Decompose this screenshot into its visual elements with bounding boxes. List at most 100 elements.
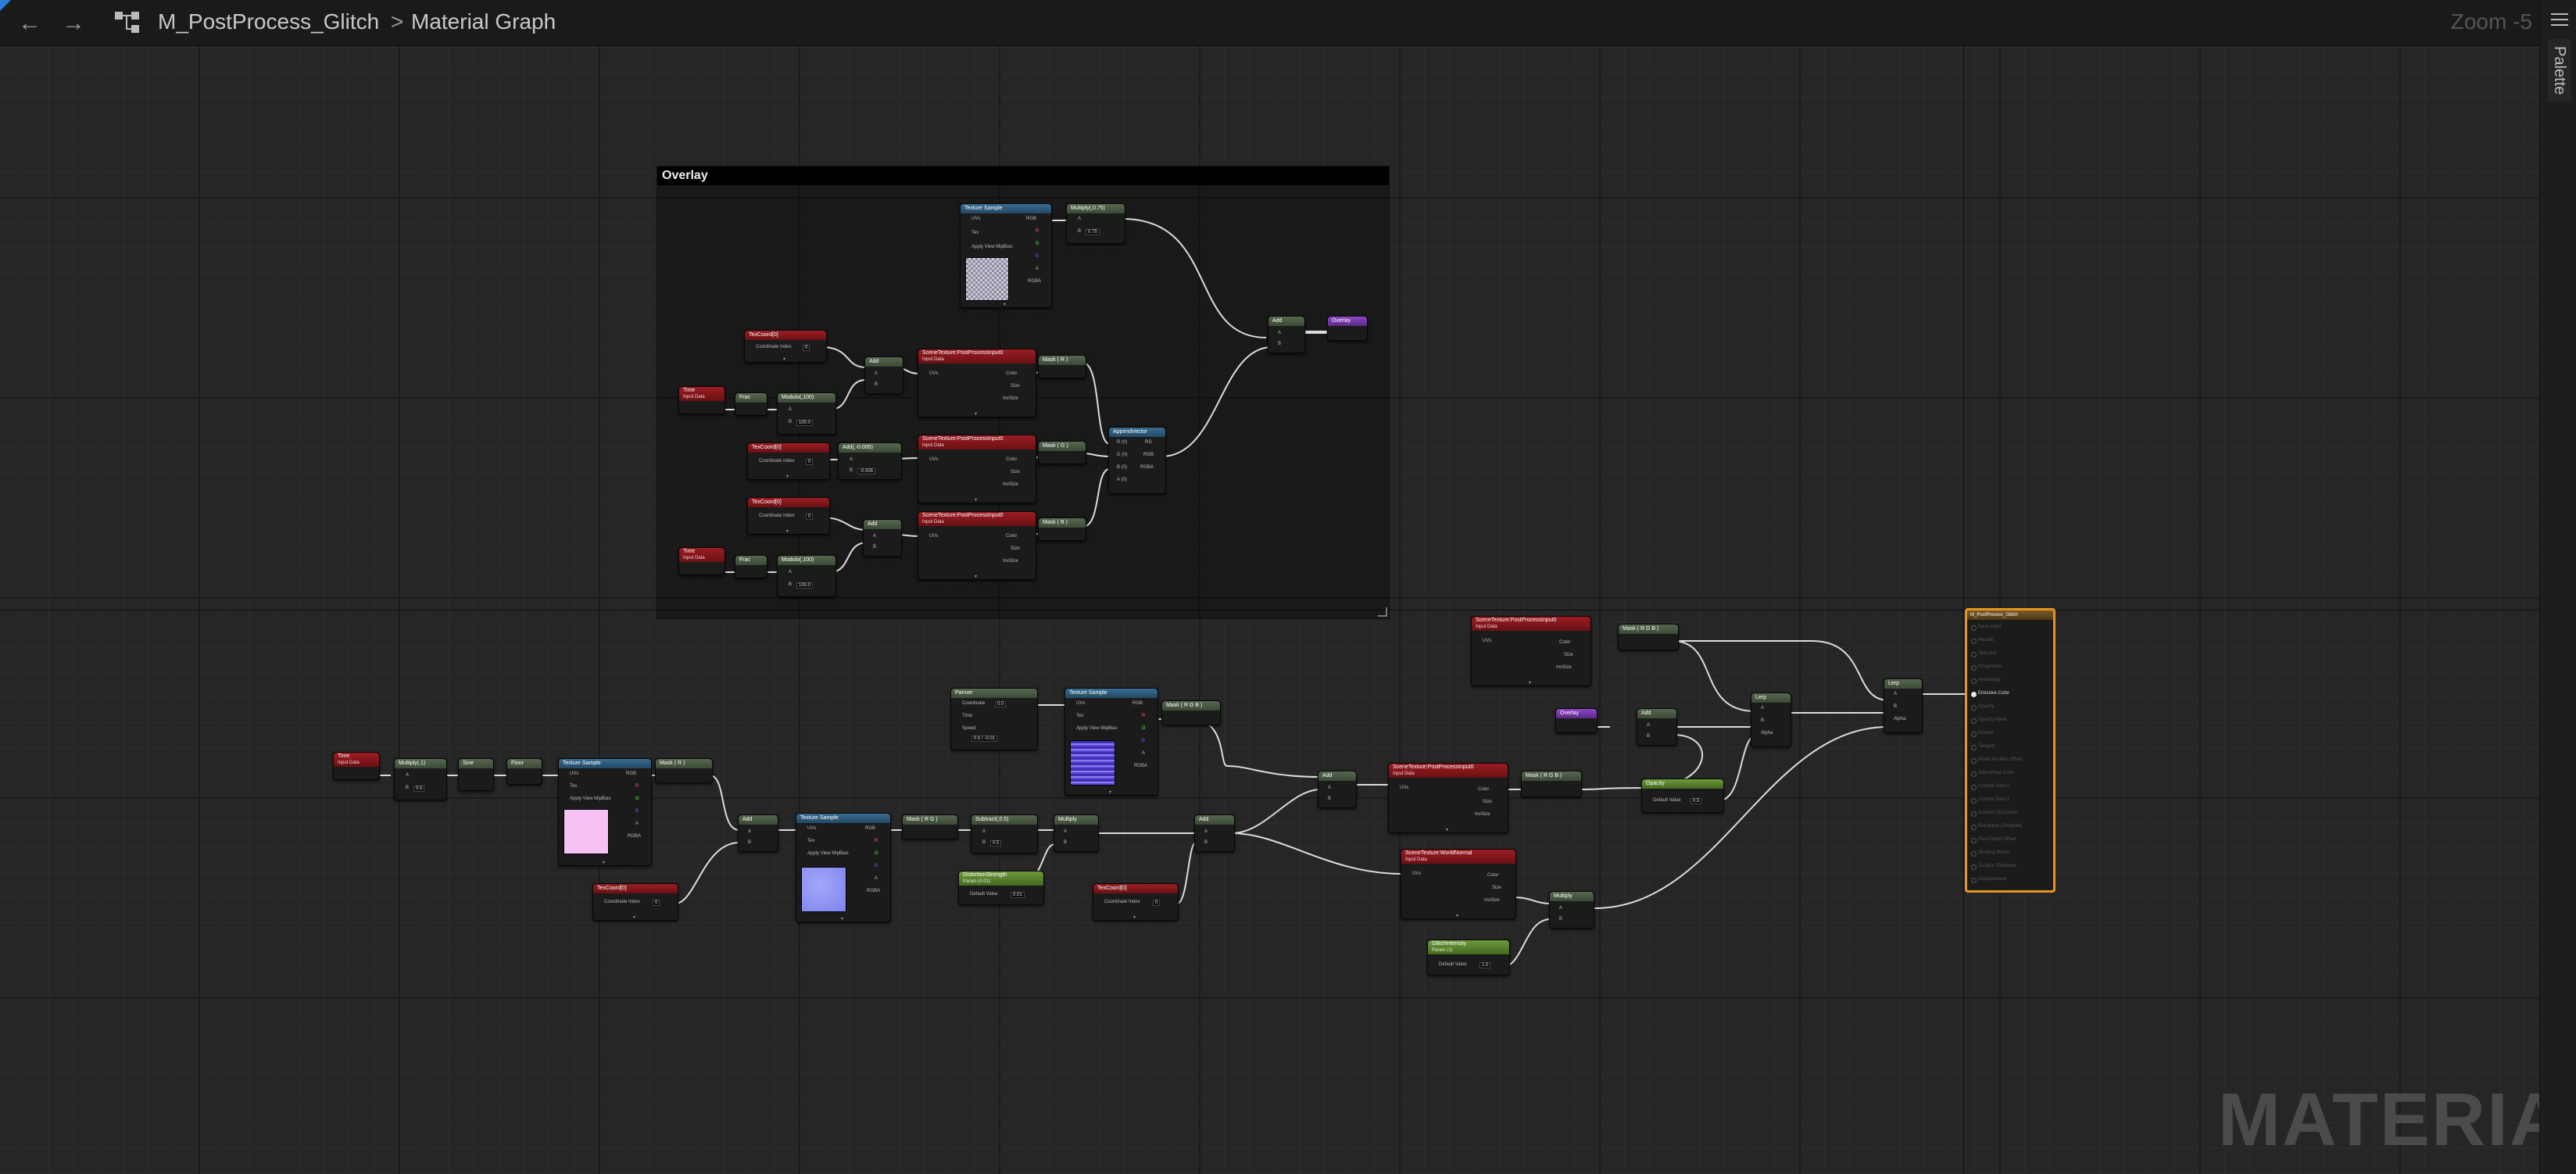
pin-uvs[interactable]: UVs xyxy=(929,371,939,376)
result-pin-ambient-occlusion[interactable]: Ambient Occlusion xyxy=(1971,811,2017,817)
pin-uvs[interactable]: UVs xyxy=(1400,786,1409,790)
node-mask-rgb[interactable]: Mask ( R G B ) xyxy=(1618,624,1679,650)
node-expand-chevron-icon[interactable]: ▾ xyxy=(1456,914,1459,918)
node-mask-b[interactable]: Mask ( B ) xyxy=(1038,517,1086,541)
node-frac-1[interactable]: Frac xyxy=(735,392,767,416)
pin-default-value[interactable]: Default Value xyxy=(1439,962,1467,967)
pin-coordinate-index[interactable]: Coordinate Index xyxy=(756,345,792,349)
value-field[interactable]: 0.0 xyxy=(995,701,1007,707)
pin-rgba[interactable]: RGBA xyxy=(1028,279,1042,284)
graph-hierarchy-icon[interactable] xyxy=(114,11,141,34)
node-frac-2[interactable]: Frac xyxy=(735,555,767,578)
pin-b[interactable]: B xyxy=(875,382,878,387)
value-field[interactable]: -0.005 xyxy=(857,468,876,474)
pin-a[interactable]: A xyxy=(789,570,792,574)
pin-b[interactable]: B xyxy=(1328,796,1332,801)
result-pin-refraction-disabled[interactable]: Refraction (Disabled) xyxy=(1971,824,2022,830)
breadcrumb-asset[interactable]: M_PostProcess_Glitch xyxy=(158,9,380,34)
pin-g[interactable]: G (0) xyxy=(1117,453,1128,457)
value-field[interactable]: 100.0 xyxy=(796,420,814,426)
pin-a[interactable]: A xyxy=(406,773,410,778)
node-overlay-function[interactable]: Overlay xyxy=(1327,316,1368,341)
value-field[interactable]: 0 xyxy=(653,900,660,906)
node-mask-left[interactable]: Mask ( R ) xyxy=(655,758,713,783)
node-expand-chevron-icon[interactable]: ▾ xyxy=(975,574,978,579)
pin-size[interactable]: Size xyxy=(1011,546,1020,551)
pin-a[interactable]: A xyxy=(1142,751,1146,756)
pin-dot-icon[interactable] xyxy=(1971,878,1977,883)
node-texcoord-5[interactable]: TexCoord[0] Coordinate Index 0 ▾ xyxy=(1093,883,1179,921)
pin-r[interactable]: R xyxy=(635,784,639,789)
node-texcoord-2[interactable]: TexCoord[0] Coordinate Index 0 ▾ xyxy=(747,442,830,480)
pin-apply-view-mipbias[interactable]: Apply View MipBias xyxy=(971,245,1013,249)
pin-apply-view-mipbias[interactable]: Apply View MipBias xyxy=(1076,726,1118,731)
pin-b[interactable]: B xyxy=(850,468,853,473)
pin-dot-icon[interactable] xyxy=(1971,692,1977,697)
pin-dot-icon[interactable] xyxy=(1971,864,1977,870)
node-panner[interactable]: Panner Coordinate 0.0 Time Speed 0.0 / -… xyxy=(950,688,1038,750)
pin-size[interactable]: Size xyxy=(1564,653,1573,657)
pin-out-rgba[interactable]: RGBA xyxy=(1140,465,1154,470)
pin-a[interactable]: A xyxy=(1761,706,1765,710)
pin-uvs[interactable]: UVs xyxy=(570,771,579,776)
pin-coordinate-index[interactable]: Coordinate Index xyxy=(759,514,795,518)
pin-a[interactable]: A xyxy=(1647,723,1651,728)
pin-color[interactable]: Color xyxy=(1559,640,1571,645)
pin-b[interactable]: B xyxy=(982,840,986,845)
result-pin-surface-thickness[interactable]: Surface Thickness xyxy=(1971,864,2016,870)
pin-default-value[interactable]: Default Value xyxy=(970,892,998,897)
value-field[interactable]: 0 xyxy=(806,514,814,520)
node-expand-chevron-icon[interactable]: ▾ xyxy=(633,915,636,920)
node-add-left[interactable]: Add A B xyxy=(738,814,778,852)
pin-tex[interactable]: Tex xyxy=(971,231,979,235)
pin-b[interactable]: B xyxy=(1761,718,1765,723)
result-pin-displacement[interactable]: Displacement xyxy=(1971,877,2006,883)
value-field[interactable]: 0.5 xyxy=(1690,798,1702,804)
node-mask-rgb2[interactable]: Mask ( R G B ) xyxy=(1521,771,1582,797)
pin-invsize[interactable]: InvSize xyxy=(1003,396,1018,401)
pin-coordinate[interactable]: Coordinate xyxy=(962,701,986,706)
pin-size[interactable]: Size xyxy=(1011,470,1020,474)
breadcrumb-current[interactable]: Material Graph xyxy=(411,9,556,34)
result-pin-anisotropy[interactable]: Anisotropy xyxy=(1971,678,2000,684)
pin-a[interactable]: A xyxy=(1559,906,1563,911)
comment-title[interactable]: Overlay xyxy=(657,166,1389,185)
panel-menu-icon[interactable] xyxy=(2551,13,2568,27)
node-mask-r[interactable]: Mask ( R ) xyxy=(1038,355,1086,378)
result-pin-metallic[interactable]: Metallic xyxy=(1971,638,1994,644)
pin-r[interactable]: R (0) xyxy=(1117,440,1128,445)
node-expand-chevron-icon[interactable]: ▾ xyxy=(1109,790,1112,795)
pin-rgb[interactable]: RGB xyxy=(626,771,637,776)
pin-tex[interactable]: Tex xyxy=(570,784,578,789)
node-lerp-1[interactable]: Lerp A B Alpha xyxy=(1884,678,1923,733)
node-add-mid[interactable]: Add A B xyxy=(1194,814,1235,852)
pin-b[interactable]: B (0) xyxy=(1117,465,1128,470)
pin-dot-icon[interactable] xyxy=(1971,758,1977,764)
pin-dot-icon[interactable] xyxy=(1971,851,1977,857)
pin-g[interactable]: G xyxy=(875,851,878,856)
pin-b[interactable]: B xyxy=(789,420,792,424)
pin-coordinate-index[interactable]: Coordinate Index xyxy=(1104,900,1140,904)
palette-tab[interactable]: Palette xyxy=(2548,39,2571,102)
pin-uvs[interactable]: UVs xyxy=(1076,701,1086,706)
pin-a[interactable]: A xyxy=(789,407,792,412)
pin-dot-icon[interactable] xyxy=(1971,665,1977,671)
pin-a[interactable]: A (0) xyxy=(1117,478,1127,482)
node-multiply-mid[interactable]: Multiply A B xyxy=(1054,814,1099,852)
speed-value-field[interactable]: 0.0 / -0.01 xyxy=(971,736,998,742)
pin-dot-icon[interactable] xyxy=(1971,732,1977,737)
node-overlay-ref[interactable]: Overlay xyxy=(1555,708,1597,733)
pin-b[interactable]: B xyxy=(1278,342,1282,346)
value-field[interactable]: 0 xyxy=(803,345,810,351)
node-texture-sample-left[interactable]: Texture Sample UVs Tex Apply View MipBia… xyxy=(558,758,652,866)
value-field[interactable]: 0 xyxy=(1153,900,1161,906)
result-pin-emissive-color[interactable]: Emissive Color xyxy=(1971,691,2009,697)
node-expand-chevron-icon[interactable]: ▾ xyxy=(603,861,606,865)
